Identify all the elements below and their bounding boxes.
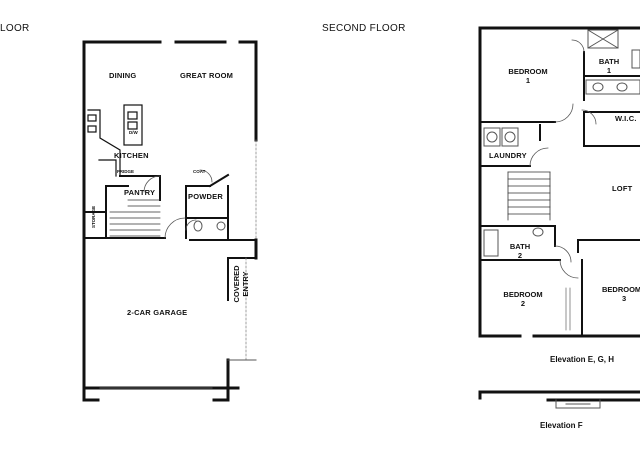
room-label-pantry: PANTRY (124, 188, 156, 197)
second-floor-doors (529, 39, 597, 279)
room-label-great-room: GREAT ROOM (180, 71, 234, 80)
covered-entry-outline (227, 139, 257, 361)
first-floor-stairs (109, 199, 161, 237)
elevation-f-strip (478, 390, 640, 402)
laundry-fixtures (483, 127, 519, 147)
room-label-wic: W.I.C. (615, 114, 637, 123)
coat-closet-label: COAT (193, 169, 206, 174)
dishwasher-label: D/W (129, 130, 138, 135)
fridge-label: FRIDGE (117, 169, 135, 174)
room-label-powder: POWDER (188, 192, 223, 201)
elevation-f-detail (555, 399, 601, 409)
bath1-fixtures (585, 29, 640, 95)
second-floor-heading: SECOND FLOOR (322, 23, 406, 34)
first-floor-walls (82, 40, 258, 402)
kitchen-counter (87, 109, 121, 177)
second-floor-interior-walls (479, 51, 640, 337)
powder-fixtures (193, 220, 226, 232)
second-floor-walls (478, 26, 640, 338)
room-label-dining: DINING (109, 71, 137, 80)
garage-door-marks (99, 359, 257, 389)
room-label-covered-entry: COVERED ENTRY (232, 265, 250, 303)
elevation-f-label: Elevation F (540, 421, 583, 430)
kitchen-island (123, 104, 143, 146)
first-floor-doors (143, 169, 213, 239)
room-label-storage: STORAGE (91, 205, 96, 228)
bath2-fixtures (483, 227, 544, 257)
second-floor-stairs (507, 171, 551, 221)
first-floor-heading: LOOR (0, 23, 30, 34)
room-label-laundry: LAUNDRY (489, 151, 527, 160)
room-label-loft: LOFT (612, 184, 633, 193)
first-floor-interior-walls (83, 173, 257, 301)
bedroom2-closet (565, 287, 571, 331)
room-label-garage: 2-CAR GARAGE (127, 308, 188, 317)
room-label-kitchen: KITCHEN (114, 151, 149, 160)
elevation-egh-label: Elevation E, G, H (550, 355, 615, 364)
